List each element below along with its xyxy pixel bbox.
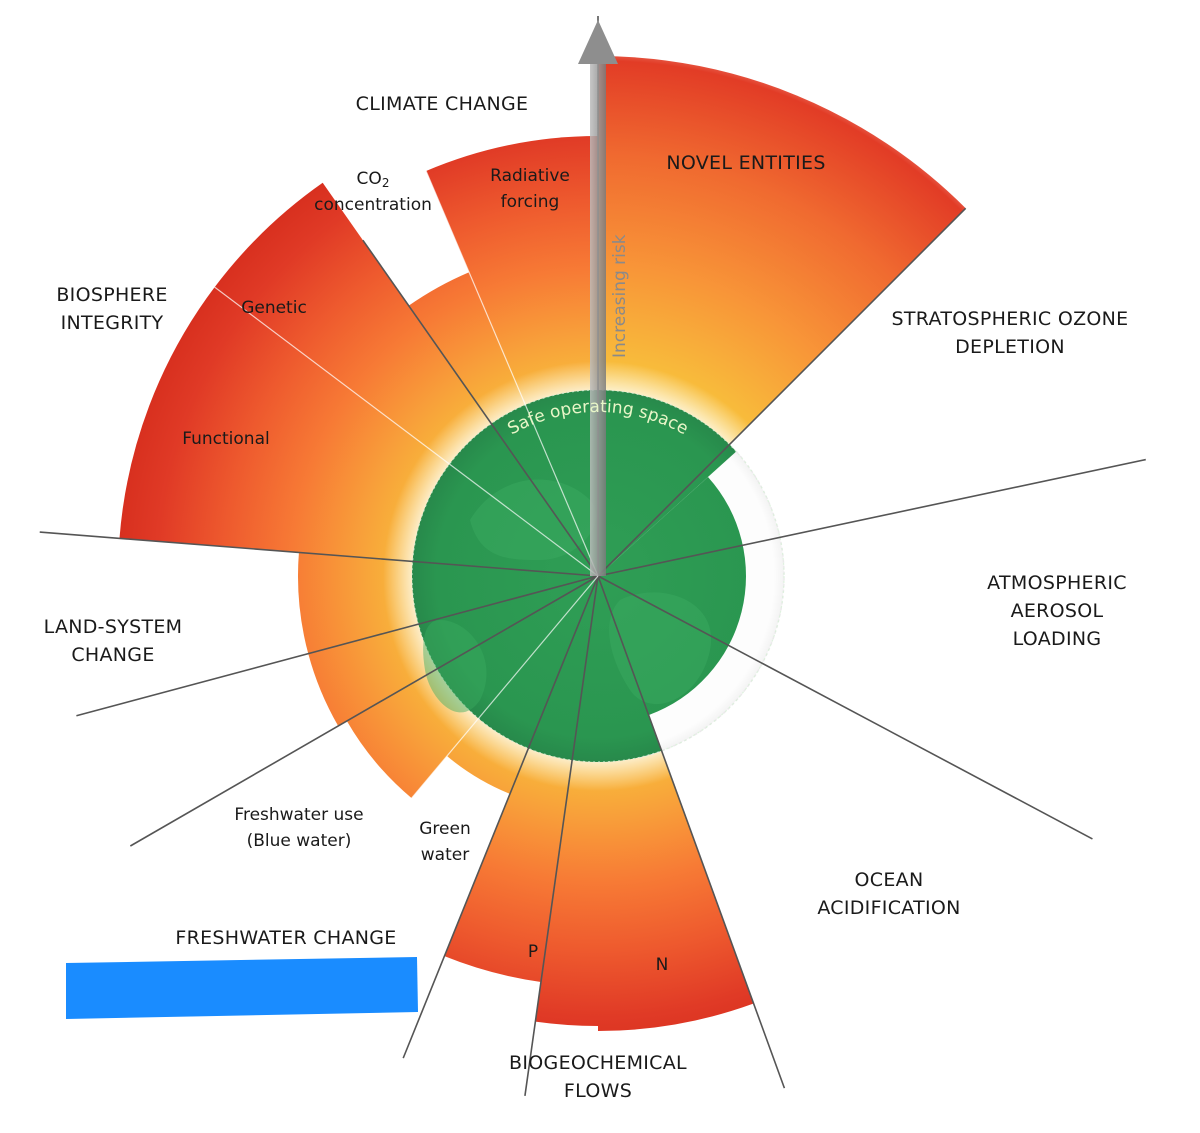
label-aerosol-2: AEROSOL — [1011, 600, 1104, 622]
label-freshwater-change: FRESHWATER CHANGE — [175, 927, 396, 949]
label-bio-flows-1: BIOGEOCHEMICAL — [509, 1052, 687, 1074]
continent-shape — [470, 479, 597, 560]
divider-line — [39, 531, 599, 577]
sub-divider-line — [214, 286, 599, 577]
safe-operating-space-globe — [411, 389, 785, 763]
label-ocean-1: OCEAN — [855, 869, 924, 891]
label-genetic: Genetic — [241, 298, 307, 318]
label-nitrogen: N — [656, 955, 669, 975]
increasing-risk-arrow — [578, 20, 618, 576]
divider-line — [76, 575, 599, 717]
divider-line — [597, 575, 786, 1089]
sub-divider-line — [409, 133, 599, 577]
label-aerosol-3: LOADING — [1013, 628, 1102, 650]
label-functional: Functional — [182, 429, 269, 449]
sub-divider-line — [289, 575, 599, 945]
divider-line — [362, 239, 599, 577]
label-ozone-2: DEPLETION — [955, 336, 1065, 358]
label-biosphere-1: BIOSPHERE — [56, 284, 167, 306]
label-radiative-1: Radiative — [490, 166, 570, 186]
label-novel-entities: NOVEL ENTITIES — [666, 152, 825, 174]
label-aerosol-1: ATMOSPHERIC — [987, 572, 1127, 594]
label-green-water-1: Green — [419, 819, 470, 839]
divider-line — [402, 575, 599, 1059]
label-biosphere-2: INTEGRITY — [61, 312, 164, 334]
safe-zone-disc — [412, 390, 737, 762]
label-co2-concentration: concentration — [314, 195, 432, 215]
label-increasing-risk: Increasing risk — [610, 234, 630, 358]
label-bio-flows-2: FLOWS — [564, 1080, 632, 1102]
label-ozone-1: STRATOSPHERIC OZONE — [892, 308, 1129, 330]
label-radiative-2: forcing — [501, 192, 560, 212]
label-land-2: CHANGE — [71, 644, 154, 666]
label-blue-water-1: Freshwater use — [234, 805, 363, 825]
label-climate-change: CLIMATE CHANGE — [356, 93, 529, 115]
divider-line — [129, 575, 599, 847]
freshwater-change-bar — [66, 957, 418, 1019]
divider-line — [597, 458, 1146, 577]
label-phosphorus: P — [528, 942, 538, 962]
divider-line — [524, 575, 599, 1097]
continent-shape — [423, 620, 487, 713]
label-land-1: LAND-SYSTEM — [44, 616, 183, 638]
label-blue-water-2: (Blue water) — [247, 831, 352, 851]
label-ocean-2: ACIDIFICATION — [817, 897, 960, 919]
label-green-water-2: water — [421, 845, 469, 865]
divider-line — [597, 207, 967, 577]
divider-line — [597, 575, 1093, 840]
label-co2: CO2 — [357, 169, 390, 190]
